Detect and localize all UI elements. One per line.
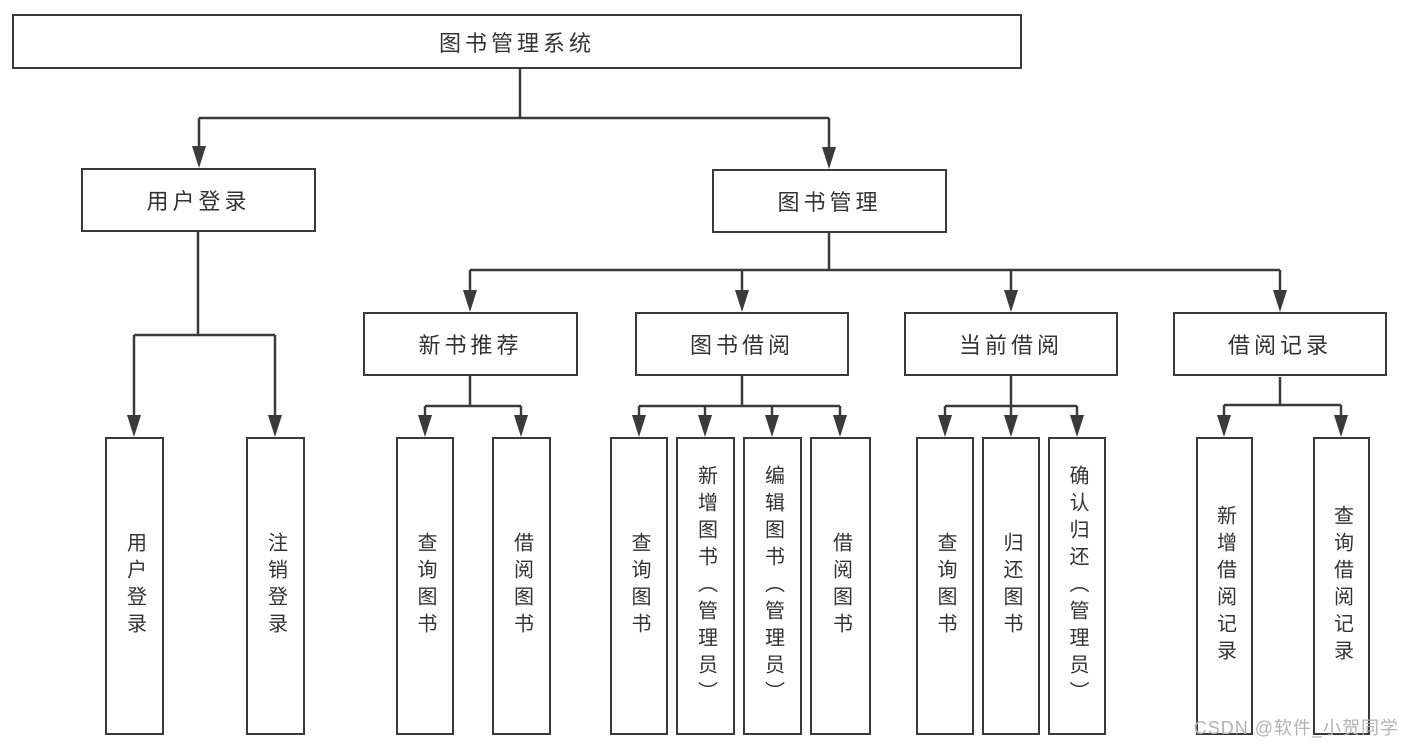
node-book-borrowing: 图书借阅 (635, 312, 849, 376)
node-label: 当前借阅 (958, 333, 1063, 358)
leaf-label: 新增借阅记录 (1213, 505, 1236, 667)
leaf-user-login: 用户登录 (105, 437, 164, 735)
node-label: 图书管理 (777, 190, 882, 215)
leaf-query-books-recommend: 查询图书 (396, 437, 454, 735)
node-label: 新书推荐 (418, 333, 523, 358)
leaf-borrow-books-borrowing: 借阅图书 (810, 437, 871, 735)
leaf-label: 用户登录 (123, 532, 146, 640)
leaf-add-books-admin: 新增图书（管理员） (676, 437, 735, 735)
node-label: 用户登录 (146, 189, 251, 214)
leaf-query-borrow-record: 查询借阅记录 (1313, 437, 1370, 735)
node-current-borrowing: 当前借阅 (904, 312, 1118, 376)
leaf-label: 注销登录 (264, 532, 287, 640)
leaf-label: 编辑图书（管理员） (761, 464, 784, 708)
leaf-label: 查询图书 (628, 532, 650, 640)
node-label: 图书借阅 (689, 333, 794, 358)
leaf-edit-books-admin: 编辑图书（管理员） (743, 437, 802, 735)
node-new-book-recommendation: 新书推荐 (363, 312, 578, 376)
node-label: 借阅记录 (1227, 333, 1332, 358)
watermark: CSDN @软件_小贺同学 (1193, 718, 1399, 738)
node-library-management-system: 图书管理系统 (12, 14, 1022, 69)
leaf-logout-login: 注销登录 (246, 437, 305, 735)
node-borrowing-records: 借阅记录 (1173, 312, 1387, 376)
leaf-label: 借阅图书 (510, 532, 533, 640)
leaf-label: 归还图书 (1000, 532, 1022, 640)
leaf-label: 查询借阅记录 (1330, 505, 1353, 667)
leaf-label: 新增图书（管理员） (694, 464, 717, 708)
leaf-label: 查询图书 (934, 532, 956, 640)
leaf-confirm-return-admin: 确认归还（管理员） (1048, 437, 1106, 735)
leaf-label: 查询图书 (414, 532, 436, 640)
leaf-return-books: 归还图书 (982, 437, 1040, 735)
node-book-management: 图书管理 (712, 169, 947, 233)
leaf-query-books-borrowing: 查询图书 (610, 437, 668, 735)
leaf-label: 确认归还（管理员） (1066, 464, 1088, 708)
node-label: 图书管理系统 (438, 30, 595, 56)
leaf-borrow-books-recommend: 借阅图书 (492, 437, 551, 735)
leaf-query-books-current: 查询图书 (916, 437, 974, 735)
leaf-add-borrow-record: 新增借阅记录 (1196, 437, 1253, 735)
leaf-label: 借阅图书 (829, 532, 852, 640)
node-user-login: 用户登录 (81, 168, 316, 232)
